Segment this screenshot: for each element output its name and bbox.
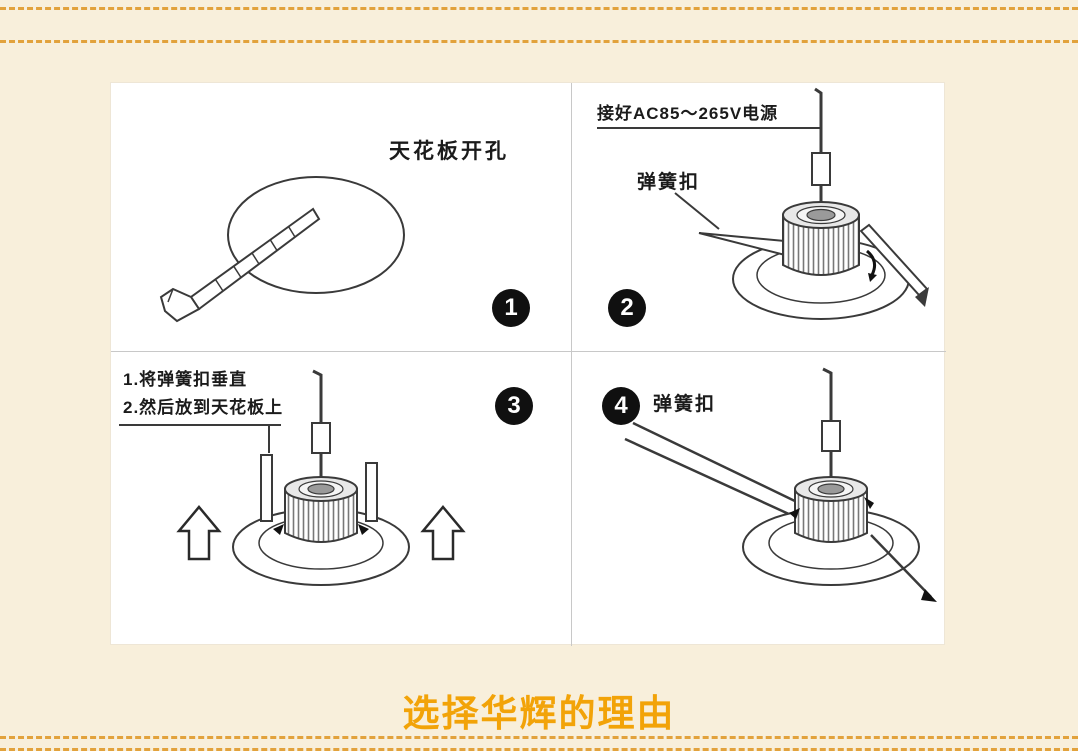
step-3-quadrant: 1.将弹簧扣垂直 2.然后放到天花板上 3 [111, 351, 571, 646]
section-title: 选择华辉的理由 [402, 693, 676, 734]
step-4-quadrant: 弹簧扣 4 [571, 351, 946, 646]
dashed-divider-bottom-inner [0, 736, 1078, 739]
step-3-badge: 3 [495, 387, 533, 425]
panel-horizontal-divider [111, 351, 946, 352]
step-2-badge: 2 [608, 289, 646, 327]
instruction-line-2: 2.然后放到天花板上 [123, 398, 284, 417]
step-1-quadrant: 天花板开孔 1 [111, 83, 571, 351]
downlight-insertion-diagram [119, 369, 466, 586]
spring-clip-label: 弹簧扣 [637, 172, 701, 193]
ceiling-hole-label: 天花板开孔 [389, 140, 509, 163]
downlight-clip-release-diagram [624, 367, 937, 602]
step-2-quadrant: 接好AC85～265V电源 弹簧扣 2 [571, 83, 946, 351]
instruction-line-1: 1.将弹簧扣垂直 [123, 370, 248, 389]
spring-clip-label: 弹簧扣 [653, 394, 717, 415]
step-4-badge: 4 [602, 387, 640, 425]
dashed-divider-top-outer [0, 7, 1078, 10]
installation-instruction-panel: 天花板开孔 1 [110, 82, 946, 646]
ceiling-hole-saw-diagram [159, 176, 405, 323]
dashed-divider-bottom-outer [0, 748, 1078, 751]
downlight-wiring-diagram [597, 87, 929, 320]
dashed-divider-top-inner [0, 40, 1078, 43]
power-connection-label: 接好AC85～265V电源 [597, 104, 779, 123]
step-1-badge: 1 [492, 289, 530, 327]
panel-vertical-divider [571, 83, 572, 646]
